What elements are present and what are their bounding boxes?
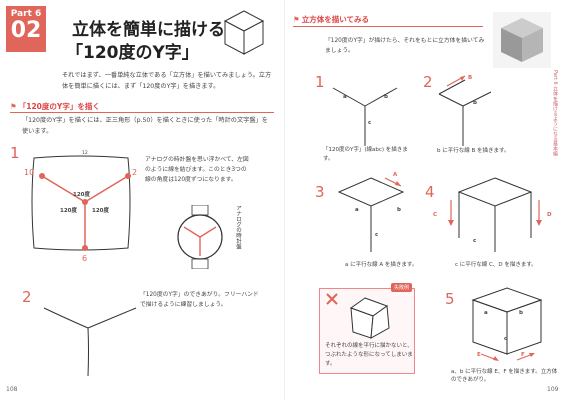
angle-label-top: 120度	[73, 192, 90, 198]
part-number: 02	[10, 18, 42, 43]
clock-diagram	[31, 155, 131, 251]
step-2-caption: b に平行な線 B を描きます。	[437, 148, 510, 154]
step-4-diagram	[448, 177, 542, 252]
label-a5: a	[484, 310, 488, 316]
watch-illustration	[177, 205, 223, 269]
page-title-line2: 「120度のY字」	[66, 43, 199, 63]
step-3-caption: a に平行な線 A を描きます。	[345, 262, 418, 268]
step-5-number: 5	[445, 290, 455, 308]
label-a3: a	[355, 207, 359, 213]
step-4-number: 4	[425, 183, 435, 201]
label-b: b	[384, 94, 388, 100]
cube-illustration	[223, 10, 265, 55]
label-D: D	[547, 212, 552, 218]
label-c4: c	[473, 238, 477, 244]
angle-label-right: 120度	[92, 208, 109, 214]
right-section-heading: ⚑立方体を描いてみる	[293, 15, 370, 24]
section-body: 「120度のY字」を描くには、正三角形（p.50）を描くときに使った「時計の文字…	[22, 117, 268, 135]
watch-caption: アナログの時計盤	[235, 205, 241, 249]
page-number-left: 108	[6, 386, 18, 393]
step-1-diagram	[332, 87, 398, 146]
step-3-diagram	[337, 177, 405, 252]
clock-label-12: 12	[82, 151, 88, 156]
clock-label-10: 10	[24, 168, 35, 177]
section-heading: ⚑「120度のY字」を描く	[10, 102, 100, 111]
freehand-text: 「120度のY字」のできあがり。フリーハンドで描けるように練習しましょう。	[140, 292, 259, 308]
angle-label-left: 120度	[60, 208, 77, 214]
label-c: c	[368, 120, 372, 126]
label-b3: b	[397, 207, 401, 213]
step-2-number: 2	[423, 73, 433, 91]
flag-icon: ⚑	[293, 15, 300, 24]
label-b2: b	[473, 100, 477, 106]
step-1-number: 1	[10, 144, 20, 162]
label-A: A	[393, 172, 398, 178]
right-page: ⚑立方体を描いてみる 「120度のY字」が描けたら、それをもとに立方体を描いてみ…	[284, 0, 568, 400]
clock-explanation: アナログの時計盤を思い浮かべて、左図のように線を結びます。このとき3つの線の角度…	[145, 157, 249, 183]
label-B: B	[468, 75, 473, 81]
step-1-caption: 「120度のY字」(線abc) を描きます。	[323, 147, 408, 162]
section-divider	[10, 112, 274, 113]
step-1-number: 1	[315, 73, 325, 91]
step-3-number: 3	[315, 183, 325, 201]
right-section-divider	[293, 26, 483, 27]
step-5-caption: a、b に平行な線 E、F を描きます。立方体のできあがり。	[451, 369, 558, 383]
label-E: E	[477, 352, 481, 358]
failure-badge: 失敗例	[391, 283, 413, 292]
clock-label-2: 2	[132, 168, 138, 177]
page-title-line1: 立体を簡単に描ける	[72, 20, 225, 40]
page-number-right: 109	[547, 386, 559, 393]
right-intro: 「120度のY字」が描けたら、それをもとに立方体を描いてみましょう。	[325, 38, 485, 54]
label-C: C	[433, 212, 438, 218]
cube-photo	[493, 12, 551, 68]
part-label: Part 6	[10, 9, 42, 19]
left-page: Part 6 02 立体を簡単に描ける 「120度のY字」 それではまず、一番単…	[6, 6, 274, 393]
label-c3: c	[375, 232, 379, 238]
failure-diagram	[326, 293, 390, 339]
part-badge: Part 6 02	[6, 6, 46, 52]
flag-icon: ⚑	[10, 102, 17, 111]
label-a: a	[343, 94, 347, 100]
label-F: F	[521, 352, 525, 358]
side-tab: Part 6 立体を描けるようになる基本編	[552, 70, 558, 157]
freehand-y-shape	[43, 307, 137, 377]
step-2-number: 2	[22, 288, 32, 306]
step-2-diagram	[438, 75, 492, 146]
label-b5: b	[519, 310, 523, 316]
intro-text: それではまず、一番単純な立体である「立方体」を描いてみましょう。立方体を簡単に描…	[62, 72, 272, 90]
clock-label-6: 6	[82, 254, 88, 263]
step-5-diagram	[471, 287, 543, 361]
failure-text: それぞれの線を平行に描かないと、つぶれたような形になってしまいます。	[325, 343, 413, 367]
step-4-caption: c に平行な線 C、D を描きます。	[455, 262, 537, 268]
label-c5: c	[504, 336, 508, 342]
